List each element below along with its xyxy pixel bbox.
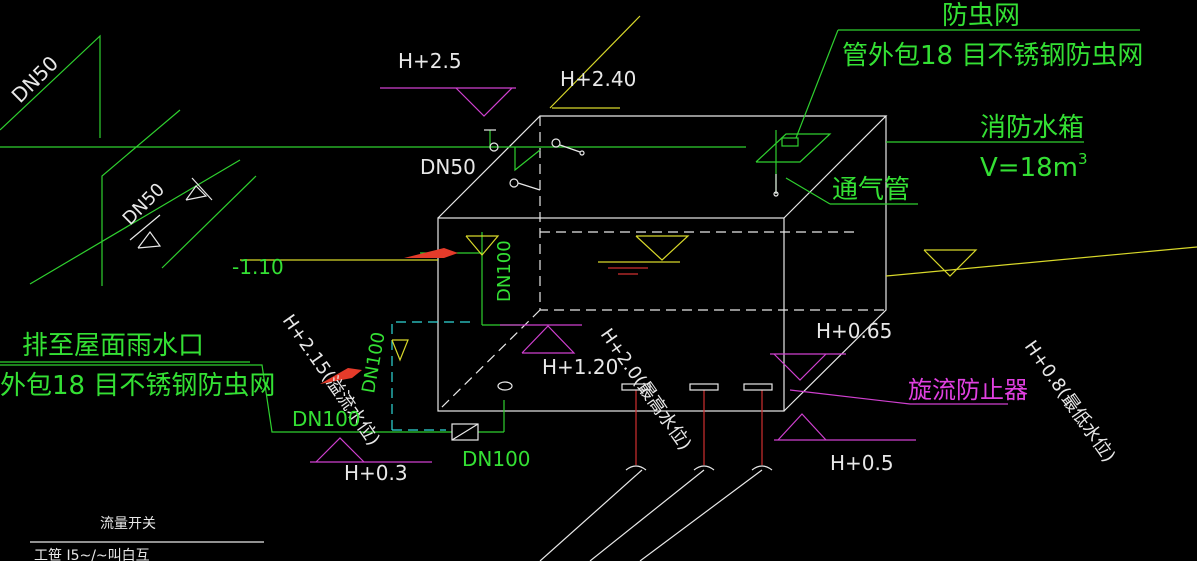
label-dn50-center: DN50	[420, 155, 476, 179]
elevation-symbol-h0-5	[774, 413, 916, 441]
tank-volume-superscript: 3	[1078, 150, 1088, 168]
red-arrow-upper	[404, 248, 458, 258]
elevation-symbol-h0-3	[310, 437, 432, 463]
label-h-2-40: H+2.40	[560, 67, 636, 91]
vortex-preventer-leader	[789, 389, 1008, 405]
label-h-2-5: H+2.5	[398, 49, 462, 73]
label-h-0-3: H+0.3	[344, 461, 408, 485]
label-insect-net-title: 防虫网	[942, 1, 1020, 31]
label-flow-switch: 流量开关	[100, 516, 156, 532]
elevation-symbol-h2-5	[380, 87, 516, 117]
label-h-minus-1-10: -1.10	[232, 255, 284, 279]
yellow-leaders	[240, 15, 1197, 362]
fire-water-tank[interactable]	[437, 115, 888, 412]
drain-left-pipe	[0, 364, 505, 433]
label-h-0-8-min: H+0.8(最低水位)	[1020, 337, 1119, 466]
label-dn100-left: DN100	[292, 407, 361, 431]
diagonal-pipes-left	[0, 34, 257, 286]
label-drain-to-roof: 排至屋面雨水口	[22, 331, 204, 361]
valve-symbols	[129, 129, 585, 441]
label-h-0-65: H+0.65	[816, 319, 892, 343]
label-insect-net-spec-right: 管外包18 目不锈钢防虫网	[842, 41, 1143, 71]
water-level-symbol	[598, 235, 690, 275]
red-arrow-lower	[320, 368, 362, 384]
label-insect-net-spec-left: 外包18 目不锈钢防虫网	[0, 371, 275, 401]
label-vortex-preventer: 旋流防止器	[908, 376, 1028, 404]
label-dn100-vertical: DN100	[494, 240, 515, 302]
label-dn100-left-vertical: DN100	[358, 330, 389, 394]
elevation-symbol-h1-20	[500, 324, 582, 354]
label-dn50-mid-left: DN50	[119, 179, 169, 229]
label-bottom-partial: 工笹 I5~/~叫白互	[34, 548, 150, 561]
vent-pipe-symbol	[755, 29, 1140, 205]
label-h-2-0-max: H+2.0(最高水位)	[596, 325, 695, 454]
label-tank-volume: V=18m3	[980, 150, 1088, 183]
label-dn100-bottom: DN100	[462, 447, 531, 471]
inlet-riser-pipe	[489, 130, 541, 172]
tank-volume-text: V=18m	[980, 153, 1078, 183]
elevation-symbol-h0-65	[770, 353, 846, 381]
overflow-route-cyan	[391, 321, 470, 431]
label-h-0-5: H+0.5	[830, 451, 894, 475]
label-vent-pipe: 通气管	[832, 175, 910, 205]
label-h-1-20: H+1.20	[542, 355, 618, 379]
label-tank-name: 消防水箱	[980, 113, 1084, 143]
outlet-pipes	[539, 383, 773, 561]
